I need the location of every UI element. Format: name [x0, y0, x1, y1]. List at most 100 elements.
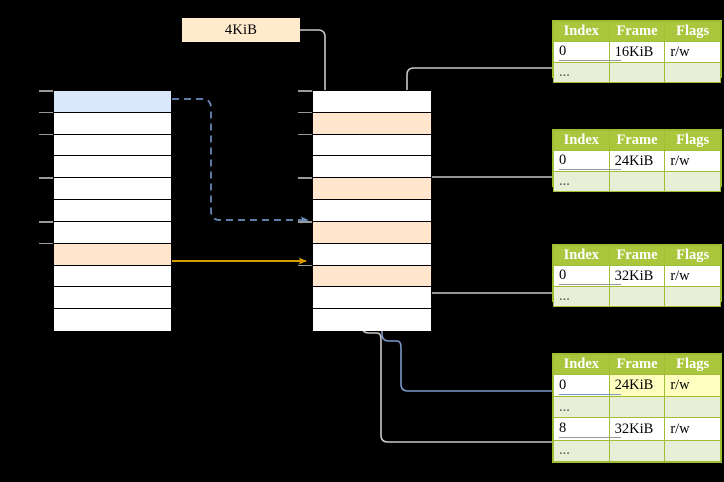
- cell-index: 0: [553, 373, 621, 398]
- cell-frame: [608, 286, 666, 307]
- column-header-flags: Flags: [664, 21, 721, 42]
- cell-flags: r/w: [664, 41, 721, 63]
- column-header-index: Index: [553, 245, 610, 266]
- cell-frame: 32KiB: [608, 265, 666, 287]
- cell-index: ...: [553, 171, 610, 192]
- row-tick-mark: [298, 177, 312, 179]
- memory-row[interactable]: [313, 200, 431, 222]
- cell-frame: 24KiB: [608, 373, 666, 398]
- physical-memory-column: [312, 90, 432, 331]
- column-header-index: Index: [553, 21, 610, 42]
- cell-index: ...: [553, 62, 610, 83]
- memory-row[interactable]: [313, 221, 431, 244]
- page-table-ellipsis-row[interactable]: ...: [553, 286, 721, 307]
- row-tick-mark: [39, 133, 53, 136]
- memory-row[interactable]: [54, 156, 171, 179]
- row-tick-mark: [298, 90, 312, 92]
- cell-index: ...: [553, 439, 610, 463]
- cell-value: 0: [559, 43, 621, 61]
- page-table-ellipsis-row[interactable]: ...: [553, 171, 721, 192]
- cell-frame: [608, 62, 666, 83]
- memory-row[interactable]: [313, 287, 431, 310]
- column-header-index: Index: [553, 130, 610, 151]
- memory-row[interactable]: [54, 265, 171, 288]
- row-tick-mark: [39, 90, 53, 92]
- cell-flags: r/w: [664, 265, 721, 287]
- cell-value: 0: [559, 377, 621, 395]
- cell-value: 0: [559, 267, 621, 285]
- cell-index: 0: [553, 265, 621, 287]
- memory-row[interactable]: [313, 112, 431, 135]
- page-table-ellipsis-row[interactable]: ...: [553, 62, 721, 83]
- column-header-frame: Frame: [608, 245, 666, 266]
- cell-index: ...: [553, 286, 610, 307]
- memory-row[interactable]: [54, 287, 171, 310]
- size-label-text: 4KiB: [224, 21, 258, 38]
- cell-index: 8: [553, 417, 621, 441]
- row-tick-mark: [298, 264, 312, 267]
- memory-row[interactable]: [313, 309, 431, 331]
- column-header-frame: Frame: [608, 130, 666, 151]
- cell-flags: [664, 171, 721, 192]
- virtual-address-space-column: [53, 90, 172, 331]
- column-header-frame: Frame: [608, 354, 666, 375]
- cell-index: 0: [553, 41, 621, 63]
- row-tick-mark: [298, 133, 312, 136]
- page-table-ellipsis-row[interactable]: ...: [553, 439, 721, 463]
- cell-frame: 16KiB: [608, 41, 666, 63]
- page-table-ellipsis-row[interactable]: ...: [553, 396, 721, 419]
- column-header-flags: Flags: [664, 354, 721, 375]
- cell-frame: [608, 439, 666, 463]
- memory-row[interactable]: [54, 309, 171, 331]
- memory-row[interactable]: [313, 91, 431, 113]
- cell-flags: [664, 286, 721, 307]
- memory-row[interactable]: [54, 134, 171, 157]
- cell-flags: [664, 396, 721, 419]
- cell-value: 8: [559, 420, 621, 439]
- row-tick-mark: [298, 111, 312, 114]
- memory-row[interactable]: [54, 112, 171, 135]
- cell-frame: [608, 171, 666, 192]
- column-header-flags: Flags: [664, 245, 721, 266]
- cell-flags: [664, 62, 721, 83]
- column-header-frame: Frame: [608, 21, 666, 42]
- memory-row[interactable]: [313, 243, 431, 266]
- column-header-flags: Flags: [664, 130, 721, 151]
- cell-flags: r/w: [664, 417, 721, 441]
- row-tick-mark: [298, 220, 312, 223]
- row-tick-mark: [39, 242, 53, 245]
- cell-index: ...: [553, 396, 610, 419]
- size-label-4kib: 4KiB: [182, 18, 300, 42]
- cell-frame: [608, 396, 666, 419]
- row-tick-mark: [39, 220, 53, 223]
- row-tick-mark: [39, 177, 53, 179]
- row-tick-mark: [39, 111, 53, 114]
- cell-frame: 32KiB: [608, 417, 666, 441]
- memory-row[interactable]: [54, 178, 171, 201]
- memory-row[interactable]: [54, 221, 171, 244]
- wire-virtual-to-physical-dashed: [172, 98, 309, 224]
- column-header-index: Index: [553, 354, 610, 375]
- memory-row[interactable]: [54, 243, 171, 266]
- memory-row[interactable]: [313, 134, 431, 157]
- memory-row[interactable]: [313, 156, 431, 179]
- memory-row[interactable]: [54, 91, 171, 113]
- memory-row[interactable]: [54, 200, 171, 222]
- memory-row[interactable]: [313, 265, 431, 288]
- cell-value: 0: [559, 152, 621, 170]
- memory-row[interactable]: [313, 178, 431, 201]
